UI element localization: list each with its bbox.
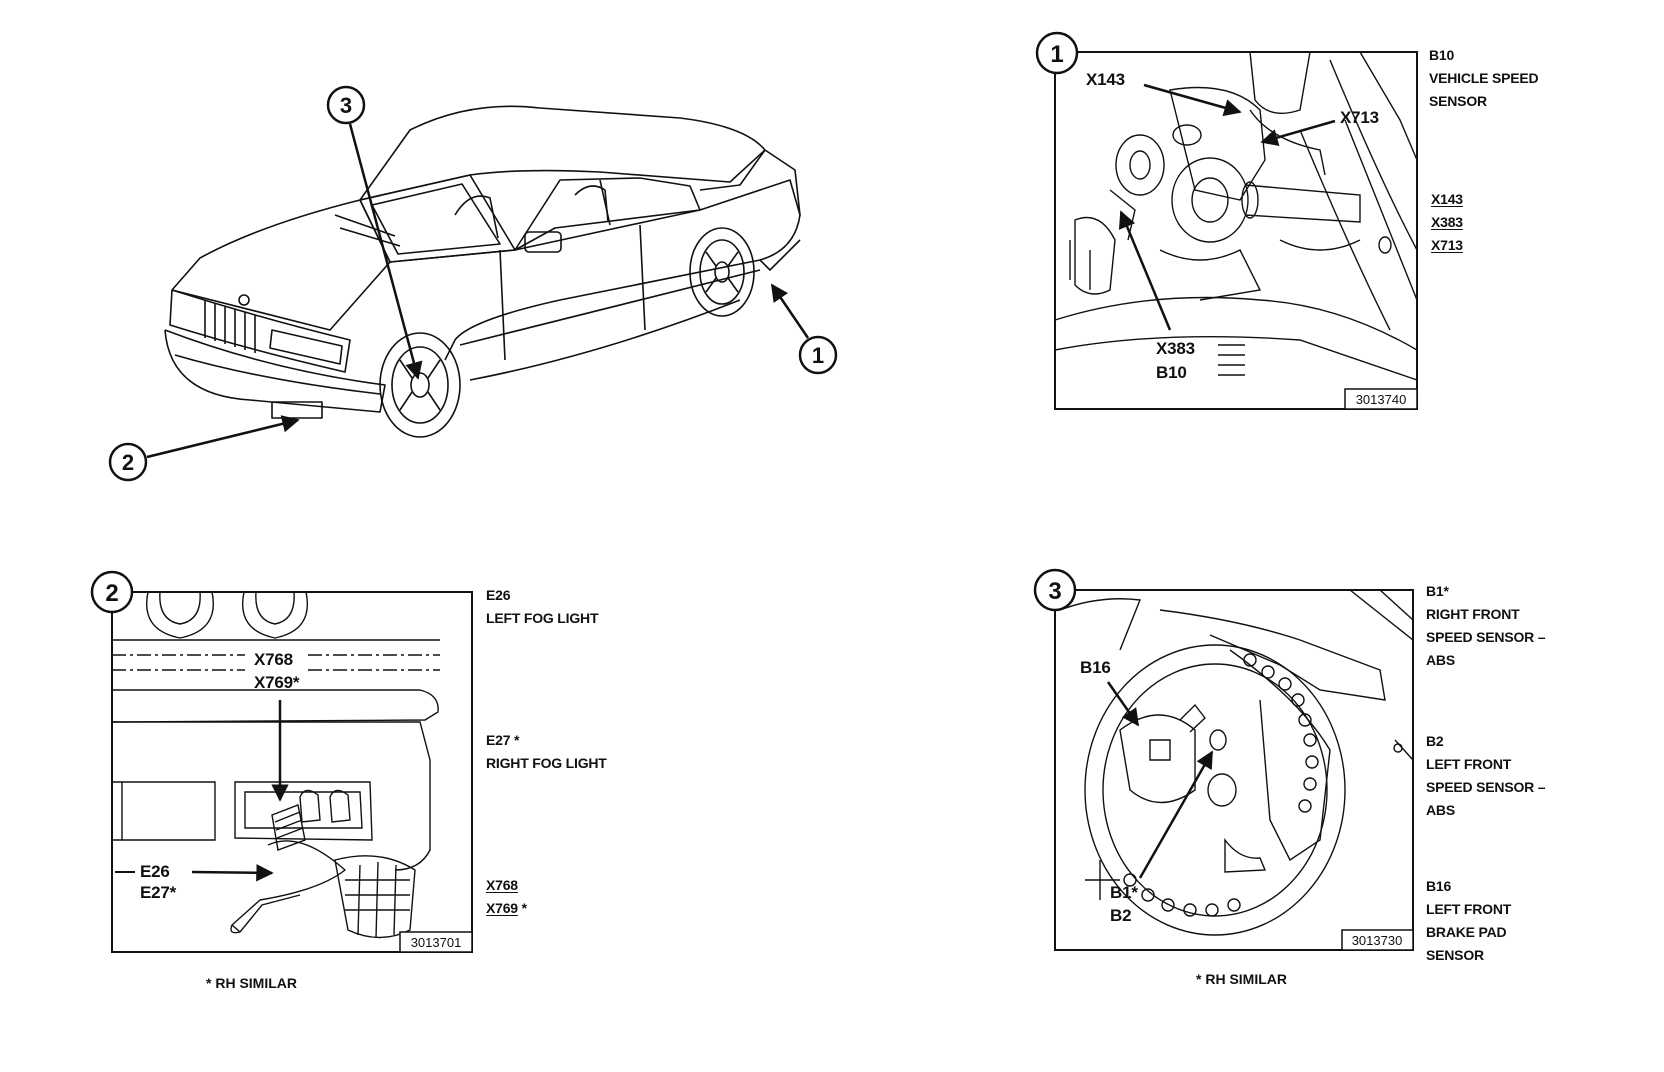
connector-x769-suffix: * (517, 900, 527, 916)
connector-x383: X383 (1431, 214, 1463, 230)
panel-1-vehicle-speed-sensor: 3013740 1 (1035, 31, 1418, 410)
legend-b16-line2: BRAKE PAD (1426, 924, 1507, 940)
legend-b10-line1: VEHICLE SPEED (1429, 70, 1539, 86)
legend-b1-line1: RIGHT FRONT (1426, 606, 1520, 622)
svg-text:1: 1 (1050, 41, 1063, 68)
svg-text:3013740: 3013740 (1356, 392, 1407, 407)
label-x769: X769* (254, 673, 300, 692)
svg-text:3013730: 3013730 (1352, 933, 1403, 948)
label-b1: B1* (1110, 883, 1138, 902)
panel-2-legend-e27: E27 * RIGHT FOG LIGHT (486, 729, 607, 775)
legend-b1-line2: SPEED SENSOR – (1426, 629, 1546, 645)
legend-b1-code: B1* (1426, 583, 1449, 599)
legend-e26-code: E26 (486, 587, 511, 603)
svg-text:3: 3 (340, 93, 352, 118)
legend-e26-name: LEFT FOG LIGHT (486, 610, 599, 626)
label-x143: X143 (1086, 70, 1125, 89)
legend-b2-line3: ABS (1426, 802, 1455, 818)
legend-b16-code: B16 (1426, 878, 1452, 894)
panel-2-connector-list: X768 X769 * (486, 874, 527, 920)
connector-x769: X769 (486, 900, 518, 916)
callout-1-overview: 1 (770, 283, 838, 375)
connector-x768: X768 (486, 877, 518, 893)
panel-3-legend-b16: B16 LEFT FRONT BRAKE PAD SENSOR (1426, 875, 1511, 967)
connector-x143: X143 (1431, 191, 1463, 207)
svg-text:2: 2 (122, 450, 134, 475)
label-b10: B10 (1156, 363, 1187, 382)
label-e26: E26 (140, 862, 170, 881)
panel-2-fog-light: 3013701 2 (90, 570, 473, 953)
legend-b10-code: B10 (1429, 47, 1455, 63)
legend-b16-line3: SENSOR (1426, 947, 1484, 963)
svg-text:1: 1 (812, 343, 824, 368)
panel-2-legend-e26: E26 LEFT FOG LIGHT (486, 584, 598, 630)
legend-b10-line2: SENSOR (1429, 93, 1487, 109)
callout-2-overview: 2 (108, 415, 300, 482)
svg-text:2: 2 (105, 580, 118, 607)
callout-3-overview: 3 (326, 85, 423, 380)
panel-1-connector-list: X143 X383 X713 (1431, 188, 1463, 257)
label-b16: B16 (1080, 658, 1111, 677)
label-x713: X713 (1340, 108, 1379, 127)
legend-e27-code: E27 * (486, 732, 520, 748)
label-x383: X383 (1156, 339, 1195, 358)
legend-e27-name: RIGHT FOG LIGHT (486, 755, 607, 771)
panel-2-rh-similar-note: * RH SIMILAR (206, 975, 297, 991)
svg-text:3: 3 (1048, 578, 1061, 605)
panel-3-rh-similar-note: * RH SIMILAR (1196, 971, 1287, 987)
panel-3-legend-b1: B1* RIGHT FRONT SPEED SENSOR – ABS (1426, 580, 1546, 672)
panel-3-abs-sensors: 3013730 3 (1033, 568, 1414, 951)
panel-3-legend-b2: B2 LEFT FRONT SPEED SENSOR – ABS (1426, 730, 1546, 822)
legend-b2-line2: SPEED SENSOR – (1426, 779, 1546, 795)
legend-b16-line1: LEFT FRONT (1426, 901, 1512, 917)
panel-1-legend: B10 VEHICLE SPEED SENSOR (1429, 44, 1539, 113)
legend-b2-line1: LEFT FRONT (1426, 756, 1512, 772)
label-b2: B2 (1110, 906, 1132, 925)
connector-x713: X713 (1431, 237, 1463, 253)
legend-b1-line3: ABS (1426, 652, 1455, 668)
legend-b2-code: B2 (1426, 733, 1444, 749)
car-overview-illustration (164, 105, 801, 438)
label-e27: E27* (140, 883, 177, 902)
label-x768: X768 (254, 650, 293, 669)
svg-text:3013701: 3013701 (411, 935, 462, 950)
